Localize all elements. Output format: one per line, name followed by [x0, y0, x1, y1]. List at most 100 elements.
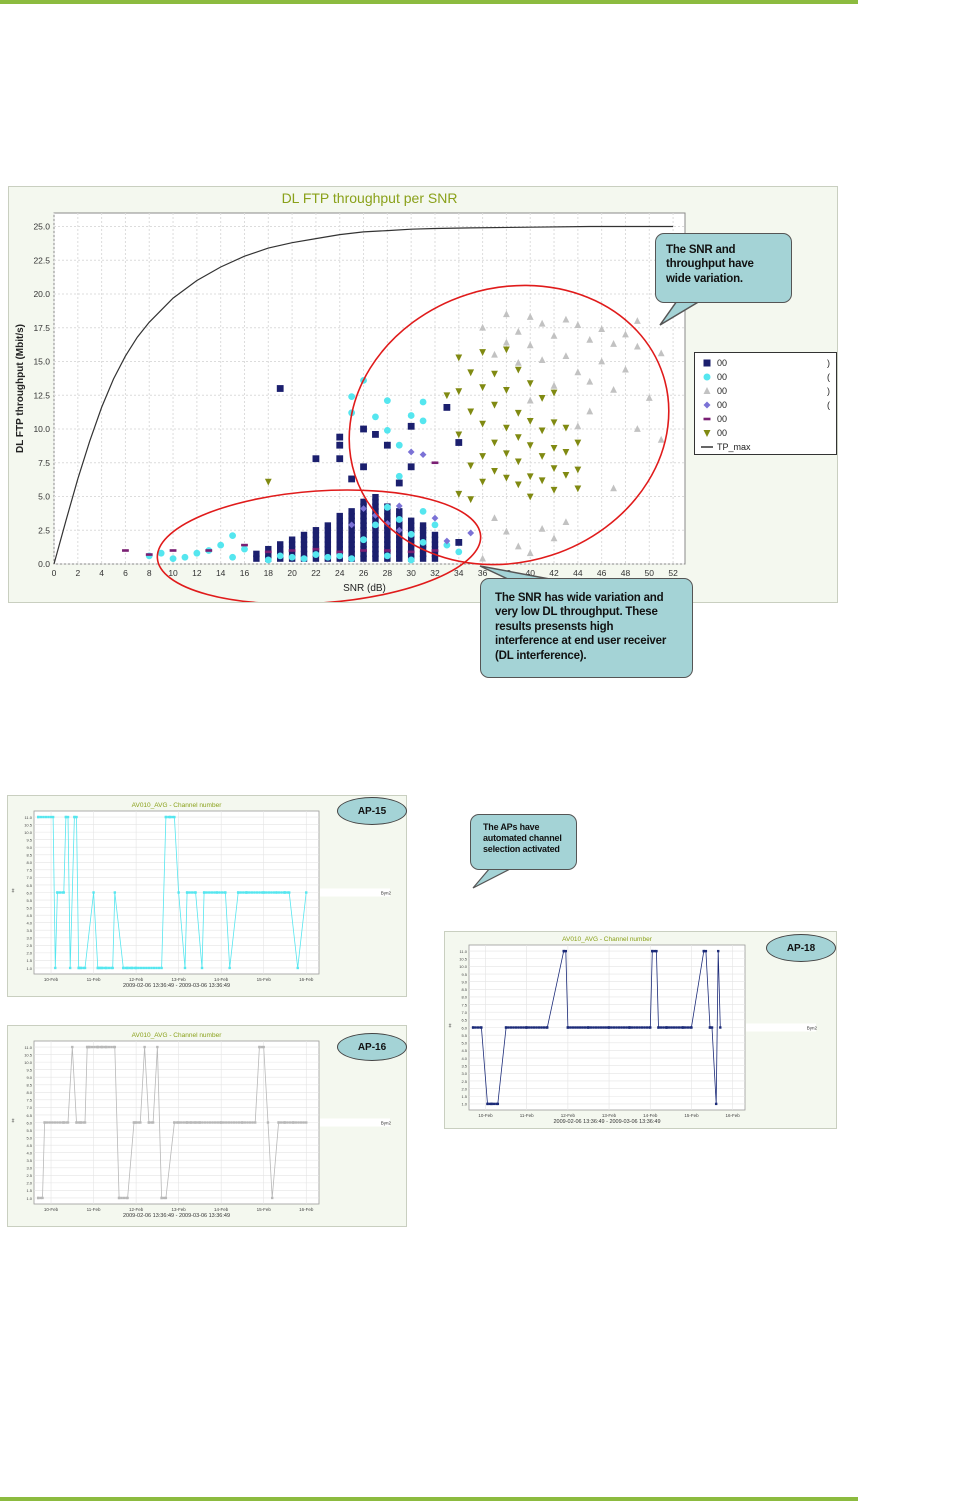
data-point: [111, 966, 114, 970]
y-tick-label: 9.5: [26, 1067, 32, 1072]
data-point: [282, 1121, 285, 1124]
data-point: [550, 445, 558, 452]
data-point: [190, 1121, 193, 1124]
x-tick-label: 14: [216, 568, 226, 578]
y-tick-label: 5.0: [38, 492, 50, 502]
series-0: [253, 385, 463, 562]
data-point: [160, 966, 163, 970]
data-point: [205, 891, 208, 894]
data-point: [205, 549, 213, 552]
data-point: [579, 1026, 582, 1029]
data-point: [384, 512, 391, 520]
data-point: [265, 550, 272, 558]
data-point: [519, 1026, 523, 1029]
data-point: [384, 527, 391, 534]
data-point: [348, 521, 356, 529]
y-tick-label: 5.0: [26, 1135, 32, 1140]
data-point: [39, 815, 43, 819]
y-tick-label: 6.0: [461, 1025, 467, 1030]
x-tick-label: 10-Feb: [478, 1113, 493, 1118]
data-point: [175, 1121, 179, 1124]
data-point: [44, 815, 48, 819]
data-point: [71, 1045, 74, 1049]
data-point: [336, 433, 344, 441]
y-tick-label: 10.0: [24, 830, 33, 835]
data-point: [710, 1026, 714, 1029]
data-point: [503, 338, 510, 346]
data-point: [348, 531, 355, 539]
data-point: [202, 891, 206, 894]
data-point: [504, 1026, 508, 1029]
data-point: [248, 1121, 252, 1124]
data-point: [302, 1121, 305, 1124]
data-point: [360, 425, 367, 433]
data-point: [286, 891, 289, 894]
ap18-badge: AP-18: [766, 934, 836, 962]
x-tick-label: 44: [573, 568, 583, 578]
channel-points: [37, 815, 308, 970]
data-point: [443, 541, 451, 549]
data-point: [336, 550, 344, 554]
data-point: [219, 1121, 223, 1124]
data-point: [455, 354, 463, 362]
x-tick-label: 32: [430, 568, 440, 578]
data-point: [474, 1026, 477, 1029]
x-tick-label: 4: [99, 568, 104, 578]
data-point: [615, 1026, 618, 1029]
data-point: [348, 475, 356, 483]
data-point: [246, 1121, 249, 1124]
data-point: [507, 1026, 510, 1029]
data-point: [372, 413, 379, 421]
data-point: [491, 467, 498, 475]
data-point: [503, 386, 510, 394]
ap15-chart: AV010_AVG - Channel number1.01.52.02.53.…: [12, 802, 392, 989]
x-axis-label: SNR (dB): [343, 583, 386, 594]
data-point: [372, 493, 379, 501]
legend-label: 00: [717, 358, 728, 368]
data-point: [538, 319, 546, 327]
y-tick-label: 1.5: [461, 1094, 467, 1099]
data-point: [83, 1121, 87, 1124]
data-point: [242, 891, 245, 894]
data-point: [562, 352, 570, 359]
legend-item: 00(: [695, 398, 836, 412]
data-point: [348, 508, 355, 515]
data-point: [503, 474, 510, 482]
data-point: [431, 514, 439, 522]
y-tick-label: 2.0: [461, 1086, 467, 1091]
data-point: [503, 310, 510, 318]
data-point: [372, 431, 379, 438]
data-point: [312, 555, 320, 562]
data-point: [540, 1026, 543, 1029]
y-tick-label: 8.5: [26, 1083, 32, 1088]
data-point: [173, 1121, 176, 1124]
data-point: [383, 503, 391, 511]
data-point: [137, 966, 140, 970]
data-point: [336, 455, 344, 463]
data-point: [550, 465, 558, 473]
data-point: [491, 439, 498, 447]
data-point: [66, 1121, 70, 1124]
data-point: [348, 393, 356, 400]
data-point: [82, 966, 85, 970]
data-point: [277, 541, 284, 548]
data-point: [139, 1121, 142, 1124]
x-tick-label: 6: [123, 568, 128, 578]
data-point: [169, 549, 177, 552]
data-point: [312, 536, 320, 543]
data-point: [622, 330, 629, 338]
data-point: [208, 1121, 212, 1124]
data-point: [58, 1121, 62, 1124]
data-point: [100, 966, 104, 970]
data-point: [267, 891, 271, 894]
data-point: [598, 325, 606, 332]
data-point: [383, 441, 391, 449]
legend-marker: [701, 386, 713, 396]
data-point: [503, 424, 510, 432]
x-tick-label: 48: [621, 568, 631, 578]
data-point: [255, 891, 259, 894]
y-tick-label: 4.0: [26, 1150, 32, 1155]
data-point: [117, 1196, 121, 1200]
data-point: [530, 1026, 533, 1029]
y-tick-label: 9.5: [461, 972, 467, 977]
